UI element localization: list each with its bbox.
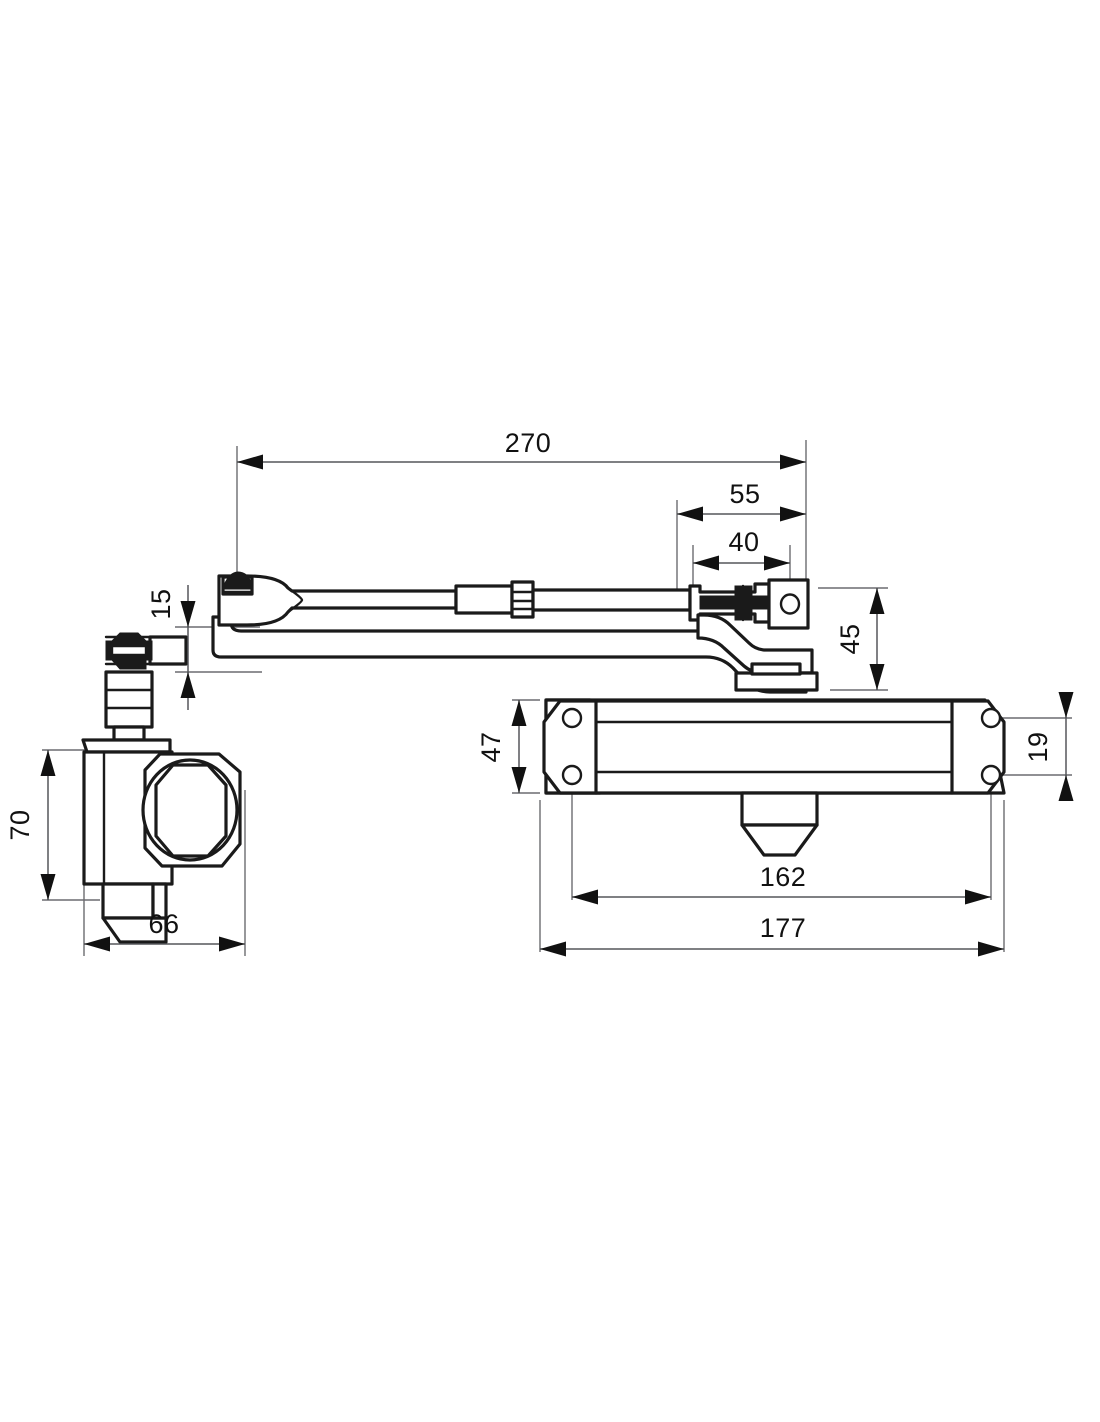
dimension-19: 19: [1023, 692, 1074, 801]
dimension-label-66: 66: [148, 909, 179, 939]
arm-link-inner-rod: [699, 595, 769, 610]
bracket-side-stub: [148, 635, 188, 666]
dimension-15: 15: [146, 585, 196, 710]
bracket-top-flange: [81, 738, 172, 754]
dimension-177: 177: [540, 913, 1004, 957]
arm-right-rod: [531, 588, 692, 612]
dimension-47: 47: [476, 700, 527, 793]
dimension-66: 66: [84, 909, 245, 952]
bracket-plug-cone: [101, 916, 168, 944]
fixing-hole-top-left: [561, 707, 583, 729]
pinion-boss-riser: [750, 662, 802, 676]
dimension-label-19: 19: [1023, 731, 1053, 762]
dimension-70: 70: [5, 750, 56, 900]
dimension-270: 270: [237, 428, 806, 470]
dimension-45: 45: [835, 588, 885, 690]
valve-plug-body: [740, 791, 819, 827]
arm-to-pinion-link: [696, 613, 814, 675]
arm-upper-body: [217, 574, 458, 627]
fixing-hole-top-right: [980, 707, 1002, 729]
arm-bracket-pin-hole: [779, 593, 801, 615]
extension-lines: [42, 440, 1072, 956]
valve-plug-cone: [740, 823, 819, 857]
dimension-label-177: 177: [760, 913, 807, 943]
mounting-bracket: [81, 632, 242, 944]
bracket-bottom-plug: [101, 882, 155, 920]
closer-arm-assembly: [211, 571, 819, 694]
dimension-label-15: 15: [146, 588, 176, 619]
bracket-plug-cone-right: [151, 882, 168, 920]
bracket-shaft: [104, 670, 154, 729]
bracket-neck: [112, 725, 146, 742]
arm-adjuster-collar: [510, 580, 535, 619]
dimension-label-55: 55: [729, 479, 760, 509]
dimension-label-162: 162: [760, 862, 807, 892]
dimension-label-47: 47: [476, 731, 506, 762]
fixing-hole-bottom-right: [980, 764, 1002, 786]
bracket-hex-socket: [154, 763, 228, 858]
arm-mid-shaft: [454, 584, 514, 615]
arm-body-taper-line: [286, 586, 304, 614]
dimension-label-40: 40: [728, 527, 759, 557]
fixing-hole-bottom-left: [561, 764, 583, 786]
arm-left-pin-cap: [223, 571, 253, 590]
dimension-162: 162: [572, 862, 991, 905]
closer-body: [542, 698, 1006, 857]
dimension-label-70: 70: [5, 809, 35, 840]
dimension-55: 55: [677, 479, 806, 522]
closer-body-shell: [542, 699, 1006, 795]
dimension-label-45: 45: [835, 623, 865, 654]
dimension-label-270: 270: [505, 428, 552, 458]
dimension-40: 40: [693, 527, 790, 571]
bracket-pin-slot: [110, 644, 148, 657]
